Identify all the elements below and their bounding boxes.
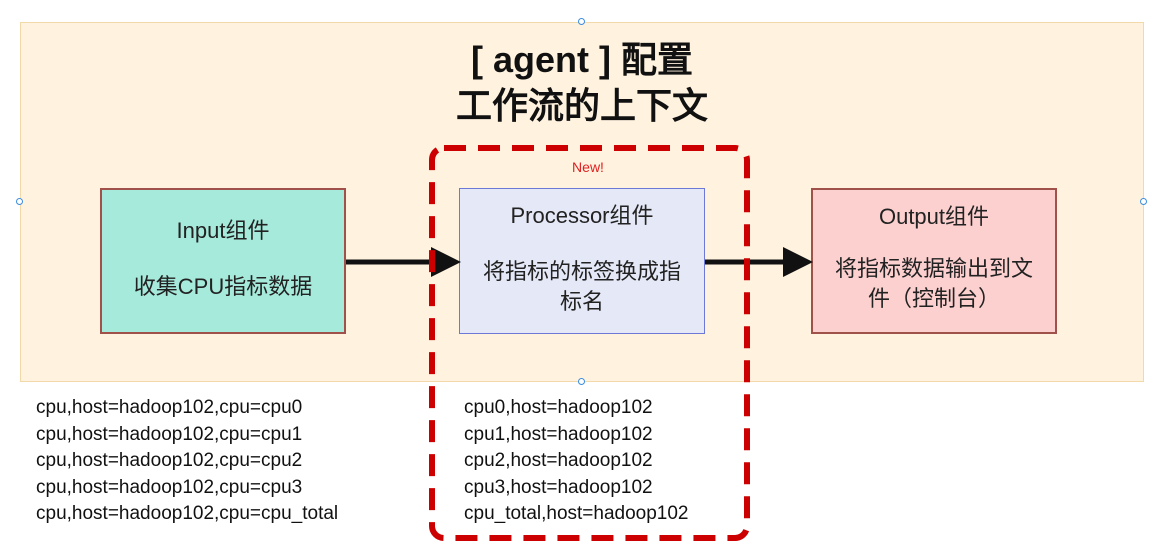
input-metric-line: cpu,host=hadoop102,cpu=cpu0 bbox=[36, 397, 303, 418]
output-component-description-line1: 将指标数据输出到文 bbox=[834, 256, 1033, 281]
processor-component-box[interactable]: Processor组件 将指标的标签换成指 标名 bbox=[459, 188, 705, 334]
diagram-title-line1: [ agent ] 配置 bbox=[471, 39, 693, 80]
input-metric-line: cpu,host=hadoop102,cpu=cpu2 bbox=[36, 450, 303, 471]
selection-handle-right[interactable] bbox=[1140, 198, 1147, 205]
selection-handle-top[interactable] bbox=[578, 18, 585, 25]
input-component-box[interactable]: Input组件 收集CPU指标数据 bbox=[100, 188, 346, 334]
input-component-name: Input组件 bbox=[176, 218, 270, 243]
processor-metrics-list: cpu0,host=hadoop102 cpu1,host=hadoop102 … bbox=[464, 395, 689, 528]
diagram-title-line2: 工作流的上下文 bbox=[455, 85, 708, 126]
selection-handle-bottom[interactable] bbox=[578, 378, 585, 385]
output-component-box[interactable]: Output组件 将指标数据输出到文 件（控制台） bbox=[811, 188, 1057, 334]
input-component-description: 收集CPU指标数据 bbox=[133, 274, 313, 299]
output-component-description-line2: 件（控制台） bbox=[867, 286, 1000, 311]
processor-metric-line: cpu0,host=hadoop102 bbox=[464, 397, 653, 418]
output-component-name: Output组件 bbox=[878, 204, 990, 229]
input-metric-line: cpu,host=hadoop102,cpu=cpu3 bbox=[36, 476, 303, 498]
selection-handle-left[interactable] bbox=[16, 198, 23, 205]
processor-component-name: Processor组件 bbox=[510, 203, 654, 228]
processor-component-description-line1: 将指标的标签换成指 bbox=[482, 259, 681, 284]
processor-component-description-line2: 标名 bbox=[559, 289, 604, 314]
processor-metric-line: cpu2,host=hadoop102 bbox=[464, 450, 653, 471]
input-metric-line: cpu,host=hadoop102,cpu=cpu1 bbox=[36, 423, 303, 445]
input-metrics-list: cpu,host=hadoop102,cpu=cpu0 cpu,host=had… bbox=[36, 395, 338, 528]
input-metric-line: cpu,host=hadoop102,cpu=cpu_total bbox=[36, 503, 339, 524]
processor-metric-line: cpu_total,host=hadoop102 bbox=[464, 503, 689, 524]
new-badge: New! bbox=[572, 159, 604, 175]
processor-metric-line: cpu1,host=hadoop102 bbox=[464, 423, 653, 445]
processor-metric-line: cpu3,host=hadoop102 bbox=[464, 476, 653, 498]
